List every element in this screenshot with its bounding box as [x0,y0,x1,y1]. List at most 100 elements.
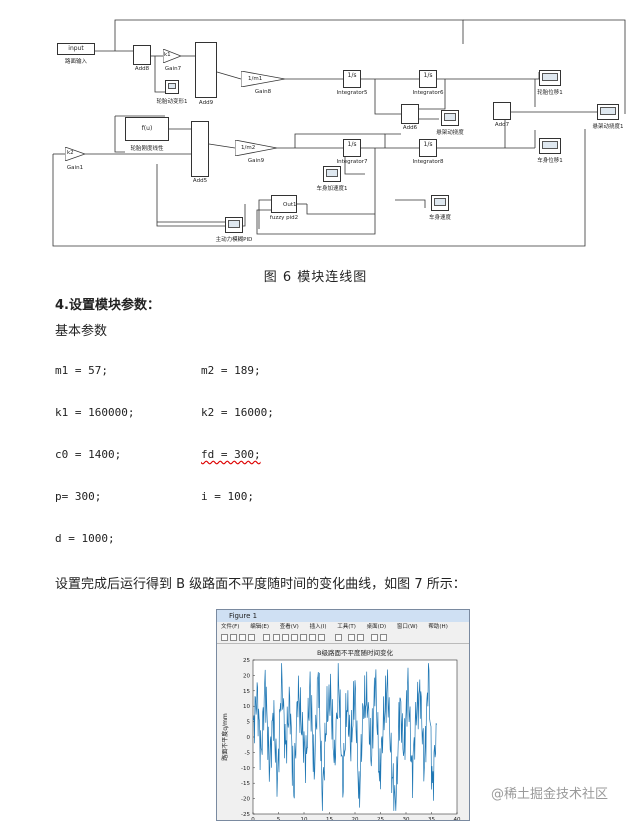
integrator8-block[interactable]: 1/s [419,139,437,157]
scope-suspension[interactable] [441,110,459,126]
integ8-text: 1/s [423,141,433,148]
print-icon[interactable] [248,634,255,641]
zoom-in-icon[interactable] [273,634,280,641]
param-m2: m2 = 189; [201,364,261,377]
scope-body-disp[interactable] [539,138,561,154]
gain1-k-label: k2 [67,150,74,156]
fuzzy-out-label: Out1 [283,202,297,208]
menu-tools[interactable]: 工具(T) [337,624,356,630]
gain9-text: 1/m2 [241,145,256,151]
scope-body-acc[interactable] [323,166,341,182]
add8-label: Add8 [134,66,150,72]
add9-block[interactable] [195,42,217,98]
menu-desktop[interactable]: 桌面(D) [366,624,387,630]
param-p: p= 300; [55,490,102,503]
simulink-diagram: input 路面输入 Add8 k1 Gain7 Add9 轮胎动变形1 1/m… [45,14,630,262]
fcn-sub-label: 轮胎刚度线性 [130,146,164,152]
menu-window[interactable]: 窗口(W) [396,624,418,630]
gain8-block[interactable] [241,71,285,87]
integrator5-block[interactable]: 1/s [343,70,361,88]
scope-tire-dyn-label: 轮胎动变形1 [156,99,188,105]
scope-body-vel-label: 车身速度 [428,215,452,221]
y-tick-label: 20 [243,673,250,679]
rotate-icon[interactable] [300,634,307,641]
menu-edit[interactable]: 编辑(E) [250,624,269,630]
fcn-block[interactable]: f(u) [125,117,169,141]
y-tick-label: 15 [243,689,250,695]
add5-label: Add5 [192,178,208,184]
hide-tools-icon[interactable] [371,634,378,641]
scope-body-acc-label: 车身加速度1 [316,186,348,192]
y-tick-label: -15 [241,781,250,787]
gain1-label: Gain1 [66,165,84,171]
legend-icon[interactable] [357,634,364,641]
input-block-label: input [68,45,84,52]
add5-block[interactable] [191,121,209,177]
y-tick-label: -20 [241,797,250,803]
section-subheading: 基本参数 [55,324,108,339]
gain7-block[interactable] [163,49,181,63]
matlab-figure-window[interactable]: Figure 1 文件(F) 编辑(E) 查看(V) 插入(I) 工具(T) 桌… [216,609,470,823]
series-line [252,663,437,811]
add7-label: Add7 [494,122,510,128]
scope-suspension-label: 悬架动挠度 [436,130,464,136]
open-icon[interactable] [230,634,237,641]
gain8-text: 1/m1 [248,76,263,82]
scope-wheel-disp[interactable] [539,70,561,86]
brush-icon[interactable] [318,634,325,641]
figure-window-title: Figure 1 [229,612,258,620]
add9-label: Add9 [198,100,214,106]
scope-pid[interactable] [225,217,243,233]
integrator6-block[interactable]: 1/s [419,70,437,88]
link-icon[interactable] [335,634,342,641]
colorbar-icon[interactable] [348,634,355,641]
fuzzy-pid-label: fuzzy pid2 [269,215,299,221]
param-m1: m1 = 57; [55,364,108,377]
fuzzy-pid-block[interactable] [271,195,297,213]
scope-wheel-disp-label: 轮胎位移1 [537,90,563,96]
menu-file[interactable]: 文件(F) [221,624,240,630]
scope-tire-speed[interactable] [597,104,619,120]
y-tick-label: -25 [241,812,250,818]
param-fd: fd = 300; [201,448,261,461]
y-axis-label: 路面不平度q/mm [221,713,229,761]
show-tools-icon[interactable] [380,634,387,641]
chart-title: B级路面不平度随时间变化 [317,648,393,657]
y-tick-label: -10 [241,766,250,772]
add7-block[interactable] [493,102,511,120]
add8-block[interactable] [133,45,151,65]
param-k2: k2 = 16000; [201,406,274,419]
y-tick-label: 0 [247,735,251,741]
figure-title-bar: Figure 1 [217,610,469,622]
param-k1: k1 = 160000; [55,406,135,419]
integ6-text: 1/s [423,72,433,79]
gain7-label: Gain7 [164,66,182,72]
section-heading: 4.设置模块参数： [55,298,160,313]
gain9-label: Gain9 [247,158,265,164]
integrator7-block[interactable]: 1/s [343,139,361,157]
gain1-block[interactable] [65,147,85,161]
menu-view[interactable]: 查看(V) [279,624,299,630]
figure-menu-bar: 文件(F) 编辑(E) 查看(V) 插入(I) 工具(T) 桌面(D) 窗口(W… [217,622,469,632]
pan-icon[interactable] [291,634,298,641]
figure-toolbar [217,632,469,644]
menu-help[interactable]: 帮助(H) [428,624,448,630]
datacursor-icon[interactable] [309,634,316,641]
save-icon[interactable] [239,634,246,641]
y-tick-label: 25 [243,658,250,664]
gain9-block[interactable] [235,140,277,156]
y-tick-label: 5 [247,720,251,726]
menu-insert[interactable]: 插入(I) [309,624,327,630]
new-figure-icon[interactable] [221,634,228,641]
param-d: d = 1000; [55,532,115,545]
input-block[interactable]: input [57,43,95,55]
pointer-icon[interactable] [263,634,270,641]
integrator7-label: Integrator7 [336,159,368,165]
add6-block[interactable] [401,104,419,124]
scope-body-vel[interactable] [431,195,449,211]
scope-tire-dyn[interactable] [165,80,179,94]
zoom-out-icon[interactable] [282,634,289,641]
integrator8-label: Integrator8 [412,159,444,165]
